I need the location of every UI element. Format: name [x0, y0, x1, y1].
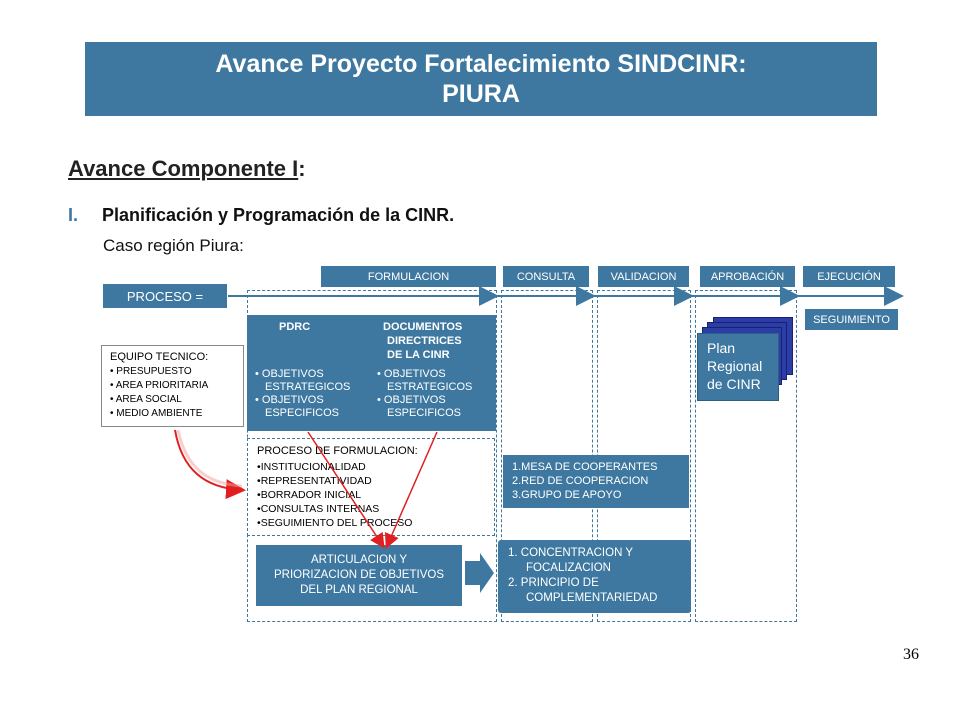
- pdrc-list: OBJETIVOS ESTRATEGICOS OBJETIVOS ESPECIF…: [255, 368, 365, 420]
- phase-ejecucion: EJECUCIÓN: [803, 266, 895, 287]
- list-item: 1.MESA DE COOPERANTES: [512, 461, 658, 473]
- principios-box: 1. CONCENTRACION Y FOCALIZACION 2. PRINC…: [498, 540, 691, 613]
- title-line-2: PIURA: [442, 80, 520, 108]
- articulacion-line-3: DEL PLAN REGIONAL: [300, 584, 418, 596]
- component-heading-suffix: :: [298, 156, 306, 181]
- equipo-title: EQUIPO TECNICO:: [110, 351, 209, 363]
- plan-line-3: de CINR: [707, 376, 761, 392]
- principios-list: 1. CONCENTRACION Y FOCALIZACION 2. PRINC…: [508, 546, 691, 606]
- equipo-to-formulacion-arrow: [174, 429, 246, 500]
- articulacion-line-2: PRIORIZACION DE OBJETIVOS: [274, 569, 444, 581]
- articulacion-line-1: ARTICULACION Y: [310, 554, 408, 566]
- documentos-list: OBJETIVOS ESTRATEGICOS OBJETIVOS ESPECIF…: [377, 368, 487, 420]
- equipo-tecnico-box: EQUIPO TECNICO: PRESUPUESTO AREA PRIORIT…: [101, 345, 244, 427]
- list-item: CONSULTAS INTERNAS: [257, 502, 494, 516]
- list-item: AREA PRIORITARIA: [110, 379, 243, 393]
- list-item: OBJETIVOS ESPECIFICOS: [377, 394, 487, 420]
- page-number: 36: [903, 646, 919, 663]
- list-item: 3.GRUPO DE APOYO: [512, 489, 622, 501]
- list-item: PRESUPUESTO: [110, 365, 243, 379]
- phase-validacion: VALIDACION: [598, 266, 689, 287]
- proceso-formulacion-box: PROCESO DE FORMULACION: INSTITUCIONALIDA…: [247, 438, 495, 536]
- component-heading-text: Avance Componente I: [68, 156, 299, 181]
- formulacion-title: PROCESO DE FORMULACION:: [257, 445, 418, 457]
- list-item: OBJETIVOS ESPECIFICOS: [255, 394, 365, 420]
- list-item: INSTITUCIONALIDAD: [257, 460, 494, 474]
- list-item: 2. PRINCIPIO DE COMPLEMENTARIEDAD: [508, 577, 658, 604]
- component-heading: Avance Componente I:: [68, 156, 306, 182]
- column-aprobacion: [695, 290, 797, 622]
- cooperantes-box: 1.MESA DE COOPERANTES 2.RED DE COOPERACI…: [503, 455, 689, 508]
- phase-aprobacion: APROBACIÓN: [700, 266, 795, 287]
- title-banner: Avance Proyecto Fortalecimiento SINDCINR…: [85, 42, 877, 116]
- pdrc-title: PDRC: [279, 321, 311, 333]
- list-item: 2.RED DE COOPERACION: [512, 475, 649, 487]
- title-line-1: Avance Proyecto Fortalecimiento SINDCINR…: [215, 50, 747, 78]
- equipo-arrow-shadow: [176, 429, 243, 488]
- list-item: BORRADOR INICIAL: [257, 488, 494, 502]
- list-item: SEGUIMIENTO DEL PROCESO: [257, 516, 494, 530]
- section-number: I.: [68, 205, 79, 225]
- list-item: AREA SOCIAL: [110, 393, 243, 407]
- list-item: REPRESENTATIVIDAD: [257, 474, 494, 488]
- documentos-title-1: DOCUMENTOS: [383, 321, 463, 333]
- formulacion-list: INSTITUCIONALIDAD REPRESENTATIVIDAD BORR…: [257, 460, 494, 530]
- equipo-list: PRESUPUESTO AREA PRIORITARIA AREA SOCIAL…: [110, 365, 243, 421]
- articulacion-box: ARTICULACION Y PRIORIZACION DE OBJETIVOS…: [256, 545, 462, 606]
- list-item: OBJETIVOS ESTRATEGICOS: [255, 368, 365, 394]
- phase-seguimiento: SEGUIMIENTO: [805, 309, 898, 330]
- section-subtitle: Caso región Piura:: [103, 236, 244, 255]
- phase-formulacion: FORMULACION: [321, 266, 496, 287]
- list-item: MEDIO AMBIENTE: [110, 407, 243, 421]
- section-title: I. Planificación y Programación de la CIN…: [68, 205, 454, 226]
- plan-regional-box: Plan Regional de CINR: [697, 333, 779, 401]
- plan-line-2: Regional: [707, 358, 763, 374]
- list-item: OBJETIVOS ESTRATEGICOS: [377, 368, 487, 394]
- section-title-text: Planificación y Programación de la CINR.: [102, 205, 455, 225]
- plan-line-1: Plan: [707, 340, 736, 356]
- proceso-label: PROCESO =: [103, 284, 227, 308]
- phase-consulta: CONSULTA: [503, 266, 589, 287]
- documentos-title-2: DIRECTRICES: [387, 335, 462, 347]
- pdrc-documentos-box: PDRC DOCUMENTOS DIRECTRICES DE LA CINR O…: [247, 315, 496, 431]
- documentos-title-3: DE LA CINR: [387, 349, 450, 361]
- cooperantes-list: 1.MESA DE COOPERANTES 2.RED DE COOPERACI…: [512, 460, 689, 502]
- list-item: 1. CONCENTRACION Y FOCALIZACION: [508, 547, 633, 574]
